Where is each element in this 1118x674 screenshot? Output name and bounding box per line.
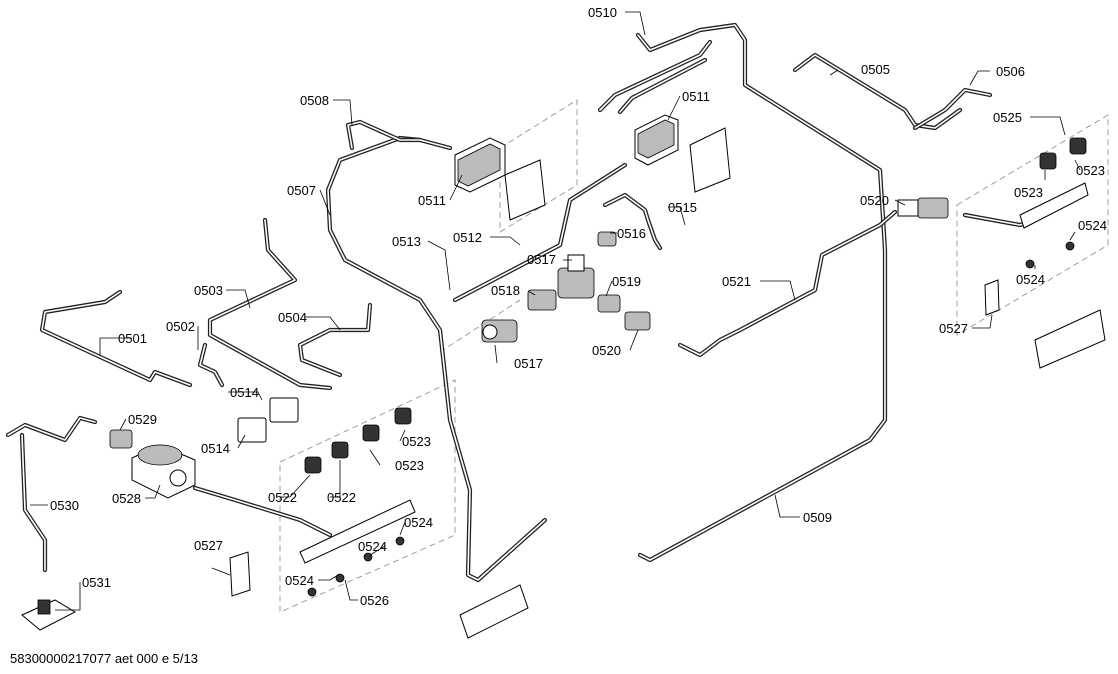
callout-0511-right: 0511 (682, 89, 710, 104)
pressure-regulator-0528 (131, 444, 196, 499)
fitting-0516 (597, 231, 617, 247)
mounting-bracket (459, 127, 1106, 639)
callout-0528: 0528 (112, 491, 141, 506)
callout-0502: 0502 (166, 319, 195, 334)
callout-0527-right: 0527 (939, 321, 968, 336)
callout-0521: 0521 (722, 274, 751, 289)
nuts-0524 (307, 241, 1075, 597)
callout-0530: 0530 (50, 498, 79, 513)
callout-0514-bottom: 0514 (201, 441, 230, 456)
callout-0501: 0501 (118, 331, 147, 346)
callout-0509: 0509 (803, 510, 832, 525)
fitting-0529 (109, 429, 133, 449)
callout-0506: 0506 (996, 64, 1025, 79)
document-footer-id: 58300000217077 aet 000 e 5/13 (10, 651, 198, 666)
callout-0518: 0518 (491, 283, 520, 298)
callout-0524-c: 0524 (285, 573, 314, 588)
fitting-0519 (597, 294, 621, 313)
assembly-frames (279, 99, 1109, 613)
callout-0523-right-left: 0523 (1014, 185, 1043, 200)
callout-0515: 0515 (668, 200, 697, 215)
elbow-fitting-0517-left (481, 319, 518, 343)
callout-0526: 0526 (360, 593, 389, 608)
pipes (5, 22, 1038, 583)
fitting-0520-right (897, 197, 949, 219)
fitting-0520-center (624, 311, 651, 331)
parts (21, 114, 1106, 639)
valve-0531 (21, 599, 77, 631)
callout-0522-left: 0522 (268, 490, 297, 505)
callout-0520-right: 0520 (860, 193, 889, 208)
callout-0527-left: 0527 (194, 538, 223, 553)
callout-0523-left-lower: 0523 (395, 458, 424, 473)
leader-lines (30, 11, 1081, 611)
manifold-bar-0525 (1019, 182, 1089, 229)
callout-0524-e: 0524 (1016, 272, 1045, 287)
callout-0525: 0525 (993, 110, 1022, 125)
callout-0513: 0513 (392, 234, 421, 249)
callout-0510: 0510 (588, 5, 617, 20)
callout-0524-d: 0524 (1078, 218, 1107, 233)
callout-0524-b: 0524 (404, 515, 433, 530)
callout-labels: 0501 0502 0503 0504 0505 0506 0507 0508 … (50, 5, 1107, 608)
callout-0507: 0507 (287, 183, 316, 198)
control-module-0511-right (634, 114, 679, 166)
callout-0519: 0519 (612, 274, 641, 289)
callout-0520-center: 0520 (592, 343, 621, 358)
valve-0514 (237, 397, 299, 443)
tee-fitting-0517-center (557, 254, 595, 299)
callout-0503: 0503 (194, 283, 223, 298)
callout-0517-elbow: 0517 (514, 356, 543, 371)
callout-0508: 0508 (300, 93, 329, 108)
bracket-0527-left (229, 551, 251, 597)
manifold-bar-0526 (299, 499, 416, 564)
callout-0524-a: 0524 (358, 539, 387, 554)
callout-0522-right: 0522 (327, 490, 356, 505)
callout-0505: 0505 (861, 62, 890, 77)
callout-0514-top: 0514 (230, 385, 259, 400)
callout-0531: 0531 (82, 575, 111, 590)
control-module-0511-left (454, 137, 506, 193)
injectors (304, 137, 1087, 474)
callout-0504: 0504 (278, 310, 307, 325)
callout-0511-left: 0511 (418, 193, 446, 208)
callout-0529: 0529 (128, 412, 157, 427)
callout-0523-left-upper: 0523 (402, 434, 431, 449)
callout-0516: 0516 (617, 226, 646, 241)
callout-0523-right-right: 0523 (1076, 163, 1105, 178)
callout-0512: 0512 (453, 230, 482, 245)
bracket-0527-right (984, 279, 1000, 316)
callout-0517-tee: 0517 (527, 252, 556, 267)
